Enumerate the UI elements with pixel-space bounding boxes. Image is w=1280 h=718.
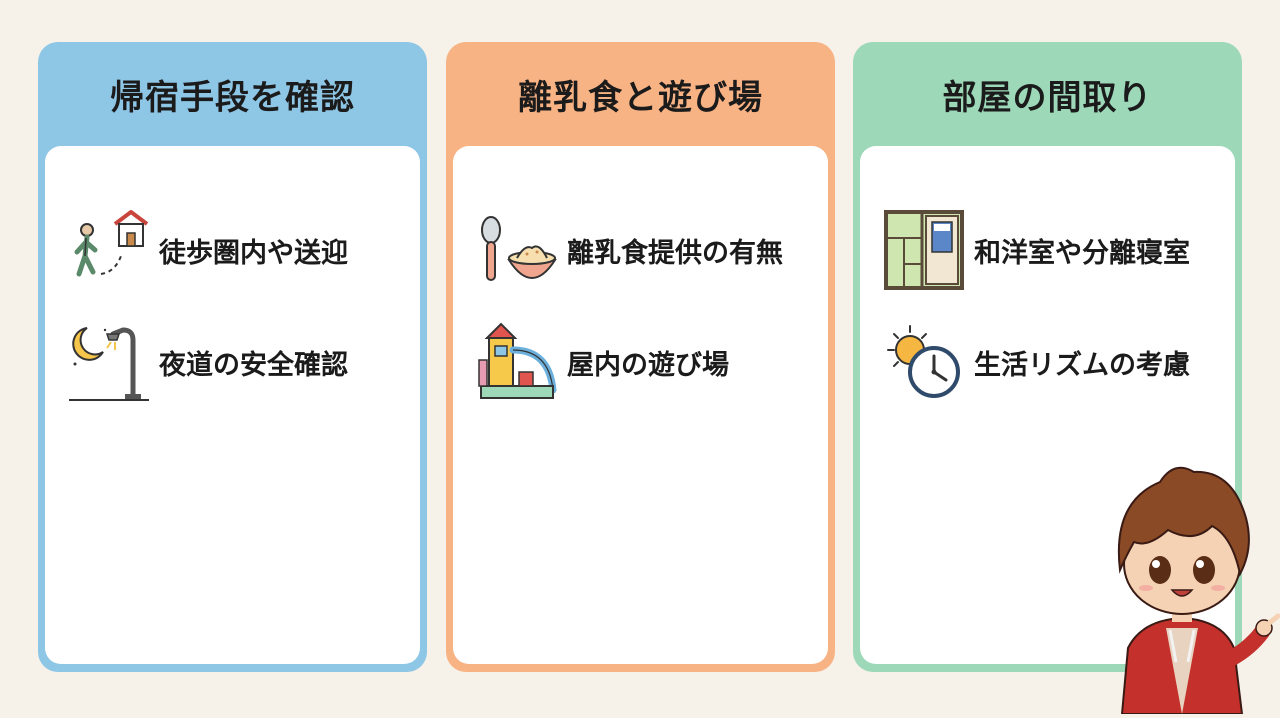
item-label: 徒歩圏内や送迎 bbox=[159, 237, 348, 269]
card-title: 帰宿手段を確認 bbox=[110, 77, 355, 118]
card-panel: 徒歩圏内や送迎 夜道の安全確認 bbox=[45, 146, 420, 664]
card-baby-food-play: 離乳食と遊び場 離乳食提供の有無 bbox=[446, 42, 835, 672]
floor-plan-icon bbox=[882, 208, 966, 292]
spoon-bowl-icon bbox=[475, 208, 559, 292]
item-label: 離乳食提供の有無 bbox=[567, 237, 783, 269]
walking-to-house-icon bbox=[67, 208, 151, 292]
card-panel: 離乳食提供の有無 屋内の遊び場 bbox=[453, 146, 828, 664]
night-streetlight-icon bbox=[67, 320, 151, 404]
mascot-character-image bbox=[1082, 452, 1280, 715]
item-label: 生活リズムの考慮 bbox=[974, 349, 1190, 381]
card-title: 離乳食と遊び場 bbox=[518, 77, 763, 118]
item-label: 屋内の遊び場 bbox=[567, 349, 729, 381]
item-label: 和洋室や分離寝室 bbox=[974, 237, 1190, 269]
list-item: 和洋室や分離寝室 bbox=[882, 208, 1225, 292]
list-item: 屋内の遊び場 bbox=[475, 320, 818, 404]
sun-clock-icon bbox=[882, 320, 966, 404]
list-item: 生活リズムの考慮 bbox=[882, 320, 1225, 404]
indoor-playground-icon bbox=[475, 320, 559, 404]
card-return-transport: 帰宿手段を確認 徒歩圏内や送迎 bbox=[38, 42, 427, 672]
card-title: 部屋の間取り bbox=[942, 77, 1153, 118]
item-label: 夜道の安全確認 bbox=[159, 349, 348, 381]
list-item: 徒歩圏内や送迎 bbox=[67, 208, 410, 292]
list-item: 夜道の安全確認 bbox=[67, 320, 410, 404]
list-item: 離乳食提供の有無 bbox=[475, 208, 818, 292]
